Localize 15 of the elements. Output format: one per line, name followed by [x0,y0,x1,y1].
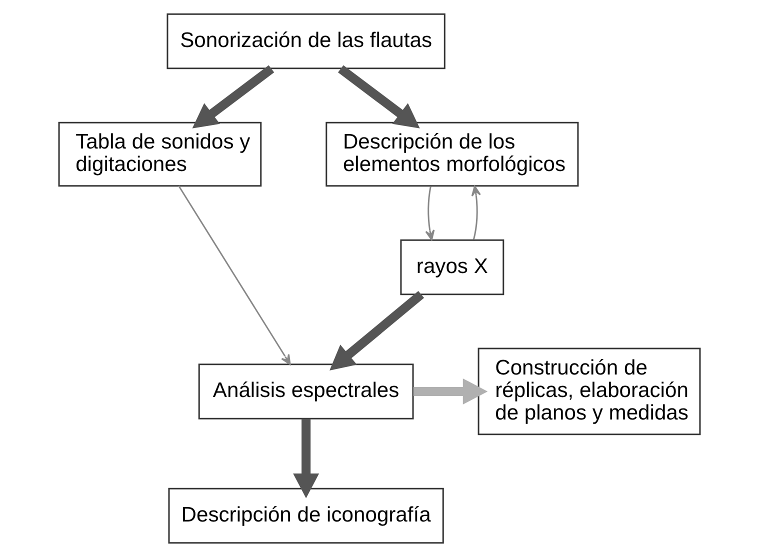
arrow [192,65,274,128]
arrow [412,378,488,404]
arrow [470,186,480,240]
node-box: Análisis espectrales [198,364,414,420]
arrow [178,185,290,365]
node-box: rayos X [400,239,504,296]
node-box: Tabla de sonidos y digitaciones [58,122,262,187]
node-box: Sonorización de las flautas [166,13,445,70]
node-box: Descripción de los elementos morfológicos [325,122,578,187]
node-box: Descripción de iconografía [168,488,444,544]
arrow [424,186,434,240]
node-box: Construcción de réplicas, elaboración de planos y medidas [477,348,700,436]
arrow [292,418,319,498]
arrow [337,65,420,128]
arrow [329,290,424,370]
